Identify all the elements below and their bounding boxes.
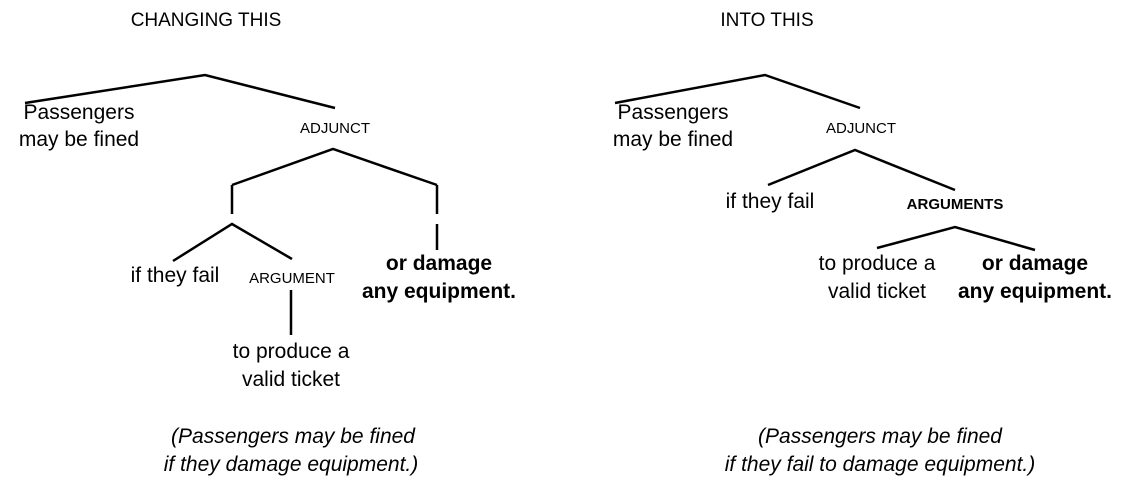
right-if-they-fail: if they fail bbox=[725, 190, 815, 213]
left-root-left-line1: Passengers bbox=[23, 101, 135, 124]
right-arguments-branch bbox=[876, 225, 1036, 252]
right-adjunct-branch bbox=[767, 148, 956, 192]
right-adjunct-label: ADJUNCT bbox=[826, 120, 896, 137]
left-caption-line1: (Passengers may be fined bbox=[171, 425, 415, 448]
right-root-left-line2: may be fined bbox=[612, 128, 734, 151]
right-arguments-label: ARGUMENTS bbox=[906, 196, 1004, 213]
left-adjunct-branch bbox=[231, 147, 438, 187]
left-root-branch bbox=[24, 73, 336, 110]
left-adjunct-label: ADJUNCT bbox=[300, 120, 370, 137]
left-argument-label: ARGUMENT bbox=[249, 270, 335, 287]
left-caption-line2: if they damage equipment.) bbox=[163, 453, 419, 476]
left-fail-branch bbox=[172, 222, 293, 263]
left-or-damage-line1: or damage bbox=[385, 252, 493, 275]
right-caption-line1: (Passengers may be fined bbox=[758, 425, 1002, 448]
left-or-damage-line2: any equipment. bbox=[361, 280, 517, 303]
left-heading: CHANGING THIS bbox=[130, 10, 282, 31]
right-to-produce-line1: to produce a bbox=[818, 252, 936, 275]
left-to-produce-line1: to produce a bbox=[232, 340, 350, 363]
left-if-they-fail: if they fail bbox=[130, 264, 220, 287]
right-or-damage-line2: any equipment. bbox=[957, 280, 1113, 303]
right-to-produce-line2: valid ticket bbox=[827, 280, 927, 303]
left-to-produce-line2: valid ticket bbox=[241, 368, 341, 391]
right-heading: INTO THIS bbox=[720, 10, 814, 31]
right-caption-line2: if they fail to damage equipment.) bbox=[724, 453, 1036, 476]
right-or-damage-line1: or damage bbox=[981, 252, 1089, 275]
right-root-branch bbox=[614, 73, 861, 110]
left-root-left-line2: may be fined bbox=[18, 128, 140, 151]
right-root-left-line1: Passengers bbox=[617, 101, 729, 124]
